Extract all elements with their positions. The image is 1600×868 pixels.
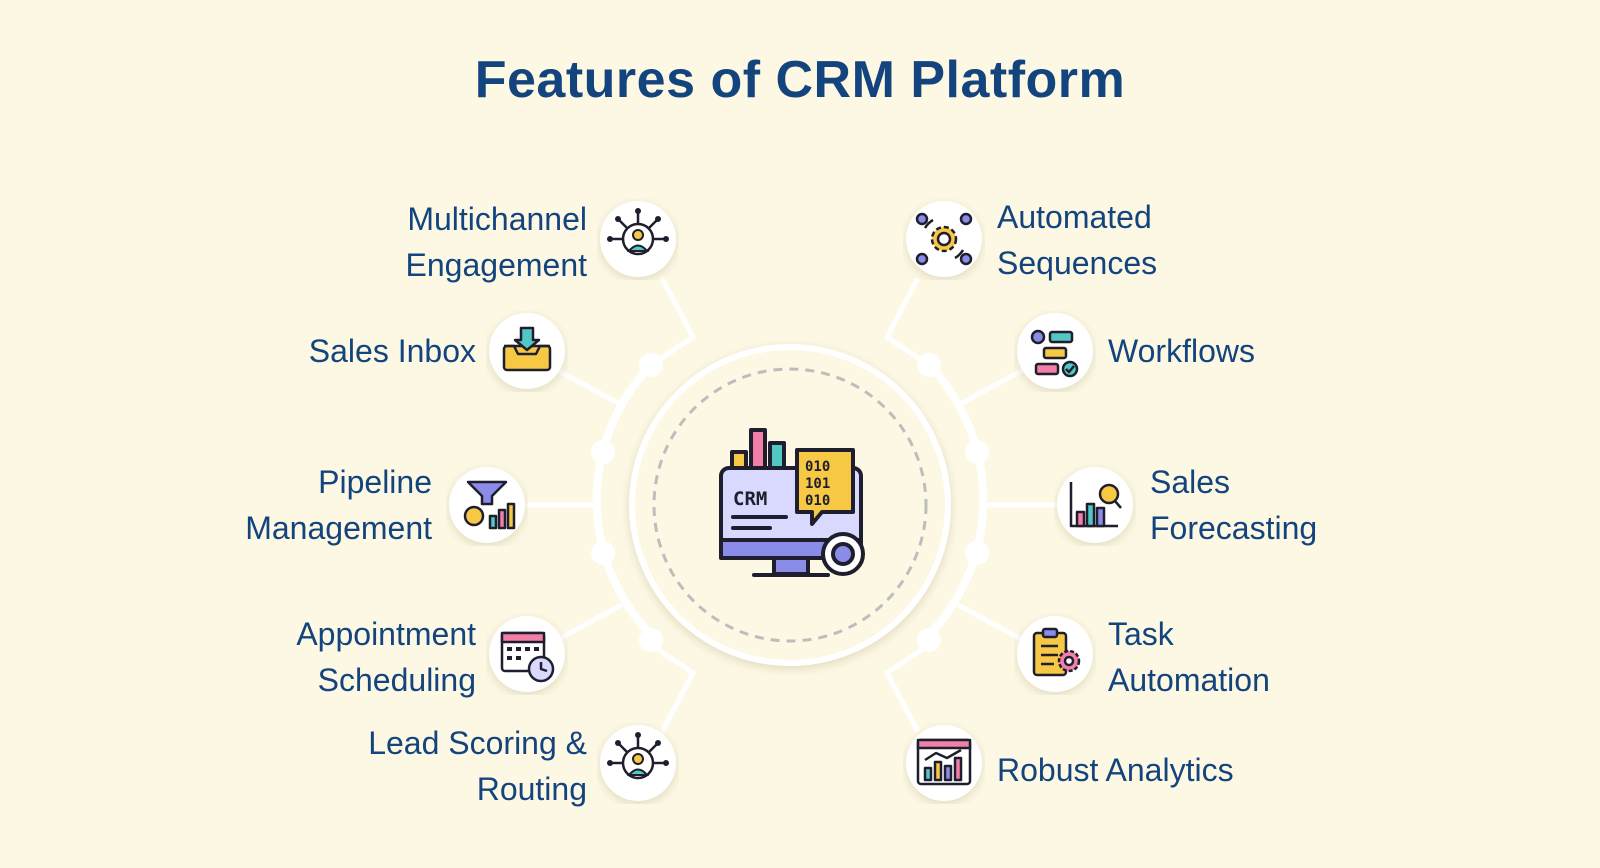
binary-line-1: 010 xyxy=(805,459,830,475)
crm-text-group: CRM 010 101 010 xyxy=(733,459,830,510)
calendar-icon xyxy=(489,616,565,692)
binary-line-2: 101 xyxy=(805,476,830,492)
inbox-icon xyxy=(489,313,565,389)
forecast-chart-icon xyxy=(1057,467,1133,543)
page-title: Features of CRM Platform xyxy=(474,51,1126,109)
binary-line-3: 010 xyxy=(805,493,830,509)
task-clipboard-icon xyxy=(1017,616,1093,692)
crm-text: CRM xyxy=(733,488,767,510)
feature-label-lead-scoring-routing: Lead Scoring & Routing xyxy=(368,725,587,807)
funnel-icon xyxy=(449,467,525,543)
workflow-icon xyxy=(1017,313,1093,389)
feature-label-workflows: Workflows xyxy=(1108,333,1255,369)
feature-label-automated-sequences: Automated Sequences xyxy=(997,199,1158,281)
automation-gear-icon xyxy=(906,201,982,277)
feature-label-pipeline-management: Pipeline Management xyxy=(245,464,432,546)
analytics-icon xyxy=(906,725,982,801)
feature-label-multichannel-engagement: Multichannel Engagement xyxy=(405,201,587,283)
connector-dots xyxy=(591,353,989,652)
outer-ring xyxy=(592,361,988,639)
feature-label-robust-analytics: Robust Analytics xyxy=(997,752,1234,788)
crm-monitor-icon xyxy=(719,428,865,577)
feature-label-appointment-scheduling: Appointment Scheduling xyxy=(296,616,476,698)
feature-label-task-automation: Task Automation xyxy=(1108,616,1270,698)
feature-label-sales-inbox: Sales Inbox xyxy=(308,333,476,369)
engagement-icon xyxy=(600,201,676,277)
engagement-icon xyxy=(600,725,676,801)
hub-dashed-ring xyxy=(652,367,928,643)
connectors xyxy=(522,277,1058,733)
feature-label-sales-forecasting: Sales Forecasting xyxy=(1150,464,1318,546)
